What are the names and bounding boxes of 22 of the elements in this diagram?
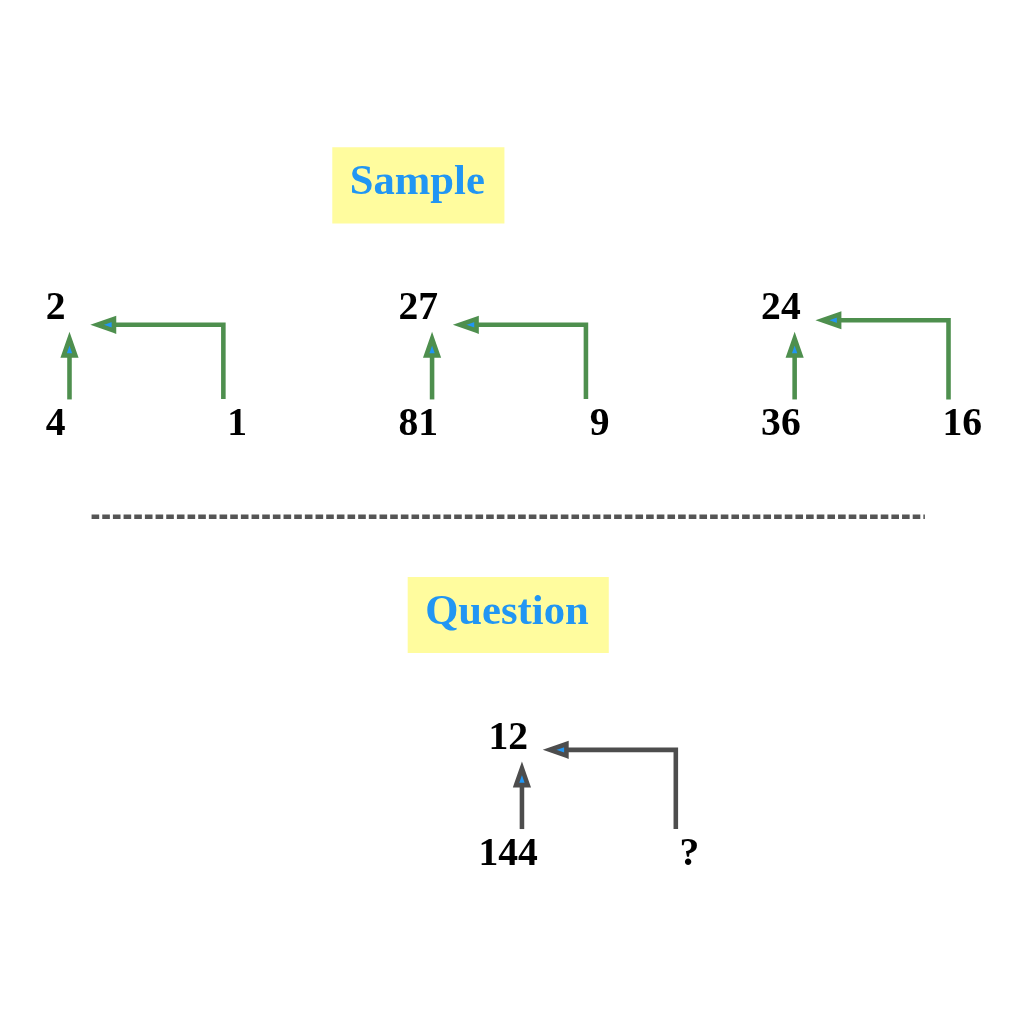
node-box: Question xyxy=(407,576,609,654)
node-text: 1 xyxy=(227,399,247,444)
node-text: 144 xyxy=(478,829,538,874)
node-text: 4 xyxy=(45,399,66,444)
node-text: 27 xyxy=(398,284,439,329)
node-text: 2 xyxy=(45,284,66,329)
arrow xyxy=(422,331,442,400)
node-text: 36 xyxy=(761,399,801,444)
node-text: 9 xyxy=(589,399,610,444)
arrow xyxy=(60,331,79,400)
arrow xyxy=(785,331,804,400)
arrow xyxy=(542,740,679,829)
node-text: 81 xyxy=(398,399,439,444)
node-text: 24 xyxy=(761,284,801,329)
node-text: 16 xyxy=(942,399,983,444)
arrow xyxy=(815,311,951,400)
arrow xyxy=(90,315,226,399)
node-text: 12 xyxy=(488,713,529,758)
arrow xyxy=(512,761,532,830)
node-box: Sample xyxy=(332,147,505,224)
node-text: ? xyxy=(679,829,700,874)
arrow xyxy=(452,315,589,399)
